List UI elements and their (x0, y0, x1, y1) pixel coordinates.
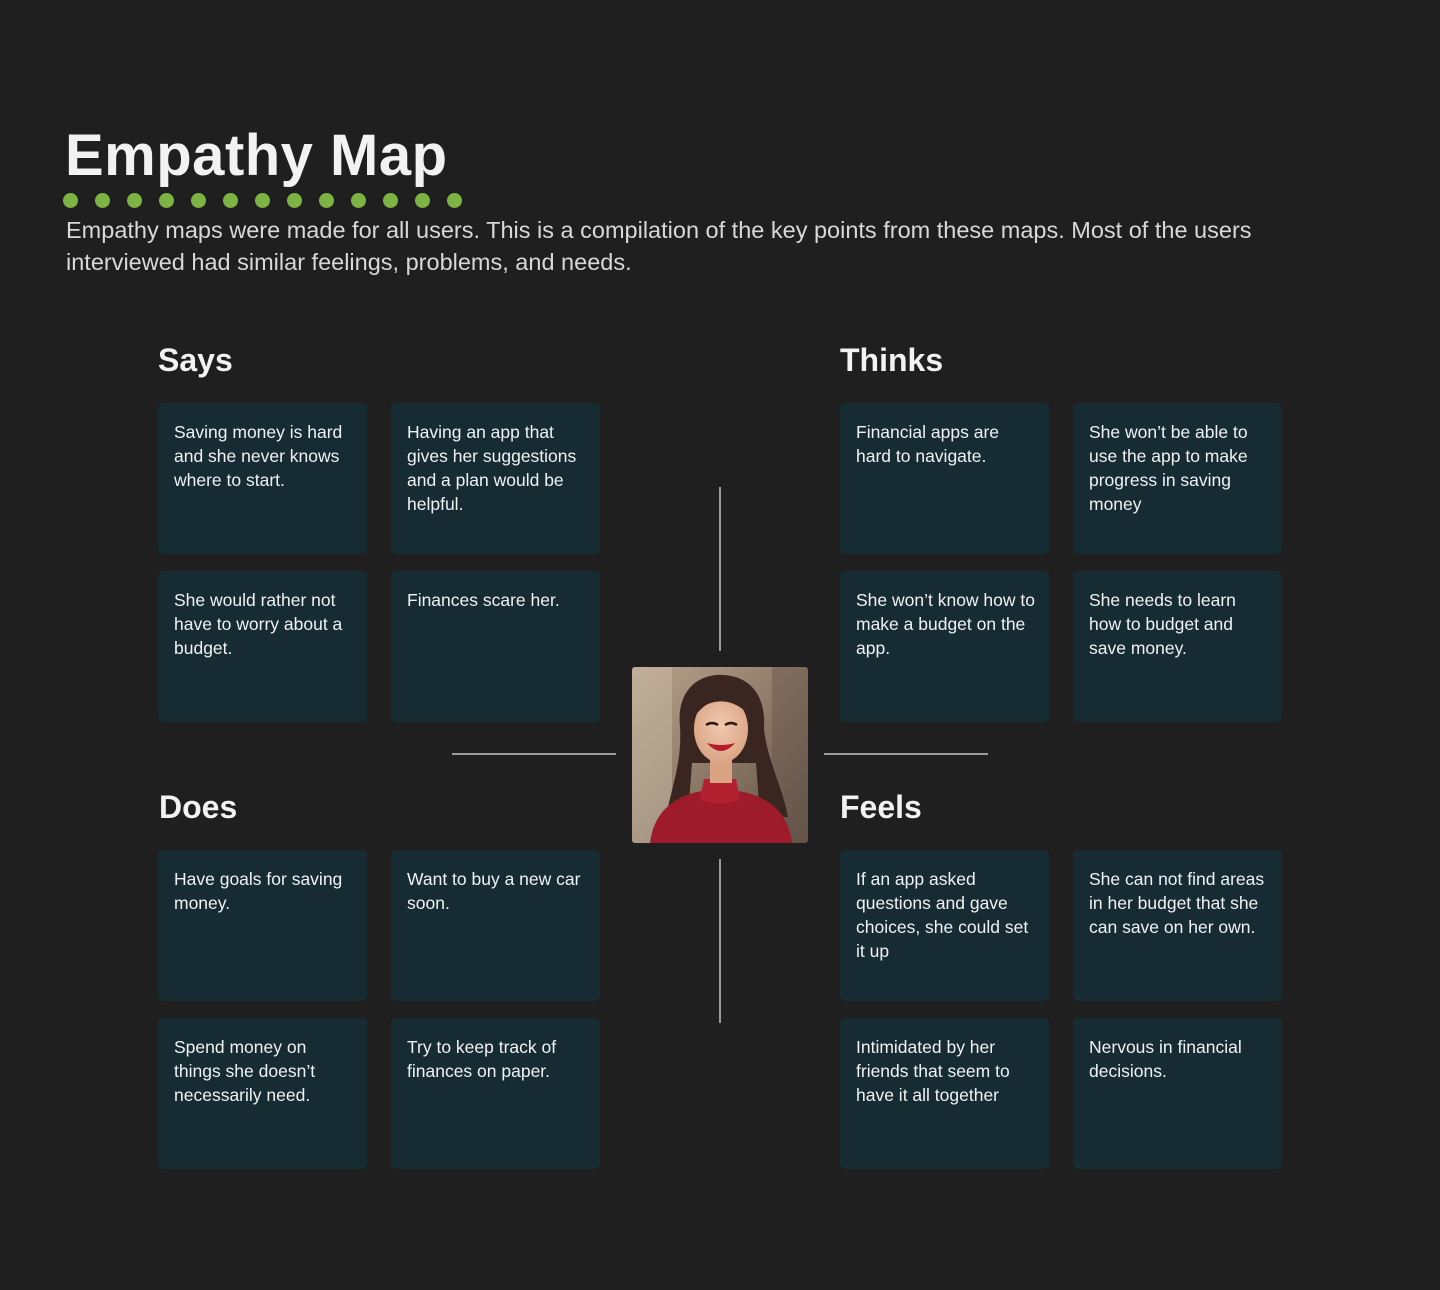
dot-icon (255, 193, 270, 208)
says-heading: Says (158, 342, 233, 378)
feels-card: Intimidated by her friends that seem to … (840, 1018, 1049, 1169)
thinks-card: She needs to learn how to budget and sav… (1073, 571, 1282, 722)
woman-portrait-icon (632, 667, 808, 843)
dot-icon (383, 193, 398, 208)
says-card: She would rather not have to worry about… (158, 571, 367, 722)
dot-icon (159, 193, 174, 208)
thinks-heading: Thinks (840, 342, 944, 378)
page-description: Empathy maps were made for all users. Th… (66, 217, 1252, 275)
does-card: Spend money on things she doesn’t necess… (158, 1018, 367, 1169)
says-card: Saving money is hard and she never knows… (158, 403, 367, 554)
dot-icon (63, 193, 78, 208)
dot-icon (287, 193, 302, 208)
does-heading: Does (159, 789, 238, 825)
does-card: Want to buy a new car soon. (391, 850, 600, 1001)
divider-top (719, 487, 721, 651)
divider-right (824, 753, 988, 755)
thinks-card: She won’t know how to make a budget on t… (840, 571, 1049, 722)
does-card: Have goals for saving money. (158, 850, 367, 1001)
feels-card: She can not find areas in her budget tha… (1073, 850, 1282, 1001)
does-card: Try to keep track of finances on paper. (391, 1018, 600, 1169)
dot-icon (447, 193, 462, 208)
page-title: Empathy Map (65, 123, 448, 188)
dot-icon (415, 193, 430, 208)
decorative-dot-row (63, 193, 462, 208)
dot-icon (351, 193, 366, 208)
user-portrait (632, 667, 808, 843)
feels-card: Nervous in financial decisions. (1073, 1018, 1282, 1169)
dot-icon (223, 193, 238, 208)
thinks-card: Financial apps are hard to navigate. (840, 403, 1049, 554)
says-card: Finances scare her. (391, 571, 600, 722)
dot-icon (127, 193, 142, 208)
feels-card: If an app asked questions and gave choic… (840, 850, 1049, 1001)
thinks-card: She won’t be able to use the app to make… (1073, 403, 1282, 554)
says-card: Having an app that gives her suggestions… (391, 403, 600, 554)
dot-icon (191, 193, 206, 208)
feels-heading: Feels (840, 789, 922, 825)
divider-left (452, 753, 616, 755)
dot-icon (319, 193, 334, 208)
divider-bottom (719, 859, 721, 1023)
dot-icon (95, 193, 110, 208)
